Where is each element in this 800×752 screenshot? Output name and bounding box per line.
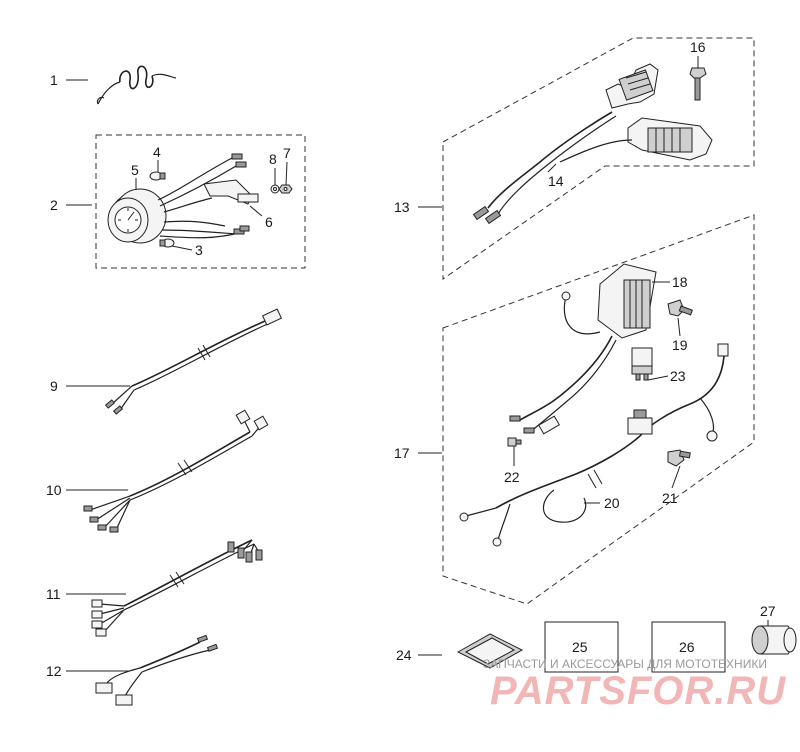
callout-numbers: 1 2 3 4 5 6 7 8 9 10 11 12 13 14 16 17 1… xyxy=(46,39,776,679)
callout-13: 13 xyxy=(394,199,410,215)
callout-8: 8 xyxy=(269,151,277,167)
part-17-harness xyxy=(459,291,729,547)
part-11-harness xyxy=(91,539,263,637)
callout-23: 23 xyxy=(670,368,686,384)
part-14-coils xyxy=(472,63,713,225)
callout-19: 19 xyxy=(672,337,688,353)
part-25-box xyxy=(544,621,619,673)
callout-26: 26 xyxy=(679,639,695,655)
part-12-harness xyxy=(95,634,219,706)
part-21-bolt xyxy=(667,449,691,467)
part-9-harness xyxy=(104,308,283,415)
callout-25: 25 xyxy=(572,639,588,655)
part-16-bolt xyxy=(689,67,707,101)
part-23-relay xyxy=(631,347,653,381)
group-17-box xyxy=(442,214,755,605)
part-22-plug xyxy=(507,437,522,447)
callout-16: 16 xyxy=(690,39,706,55)
callout-21: 21 xyxy=(662,490,678,506)
part-20-ground-wire xyxy=(542,489,587,523)
part-5-gauge xyxy=(107,188,167,244)
callout-7: 7 xyxy=(283,145,291,161)
watermark-caption: ЗАПЧАСТИ И АКСЕССУАРЫ ДЛЯ МОТОТЕХНИКИ xyxy=(483,657,767,671)
callout-27: 27 xyxy=(760,603,776,619)
callout-5: 5 xyxy=(131,162,139,178)
watermark-brand: PARTSFOR.RU xyxy=(490,669,786,713)
part-7-nut xyxy=(278,184,293,194)
callout-24: 24 xyxy=(396,647,412,663)
callout-11: 11 xyxy=(46,586,61,602)
callout-18: 18 xyxy=(672,274,688,290)
leader-lines xyxy=(66,56,769,672)
part-1-spring xyxy=(96,65,177,105)
part-26-box xyxy=(651,621,726,673)
watermark: ЗАПЧАСТИ И АКСЕССУАРЫ ДЛЯ МОТОТЕХНИКИ PA… xyxy=(483,657,786,713)
callout-2: 2 xyxy=(50,197,58,213)
part-19-bolt xyxy=(667,299,693,317)
group-13-box xyxy=(442,37,755,280)
part-4-bulb xyxy=(149,171,166,181)
part-27-fitting xyxy=(751,625,797,655)
callout-20: 20 xyxy=(604,495,620,511)
part-18-regulator xyxy=(597,263,657,339)
callout-1: 1 xyxy=(50,72,58,88)
part-10-harness xyxy=(83,409,269,533)
part-3-bulb xyxy=(159,238,175,248)
callout-9: 9 xyxy=(50,378,58,394)
callout-10: 10 xyxy=(46,482,62,498)
callout-4: 4 xyxy=(153,144,161,160)
part-8-washer xyxy=(270,184,280,194)
callout-22: 22 xyxy=(504,469,520,485)
part-24-pouch xyxy=(456,633,524,669)
callout-6: 6 xyxy=(265,214,273,230)
callout-17: 17 xyxy=(394,445,410,461)
callout-14: 14 xyxy=(548,173,564,189)
part-2-wiring xyxy=(157,153,259,239)
callout-12: 12 xyxy=(46,663,62,679)
callout-3: 3 xyxy=(195,242,203,258)
group-2-box xyxy=(95,134,306,269)
